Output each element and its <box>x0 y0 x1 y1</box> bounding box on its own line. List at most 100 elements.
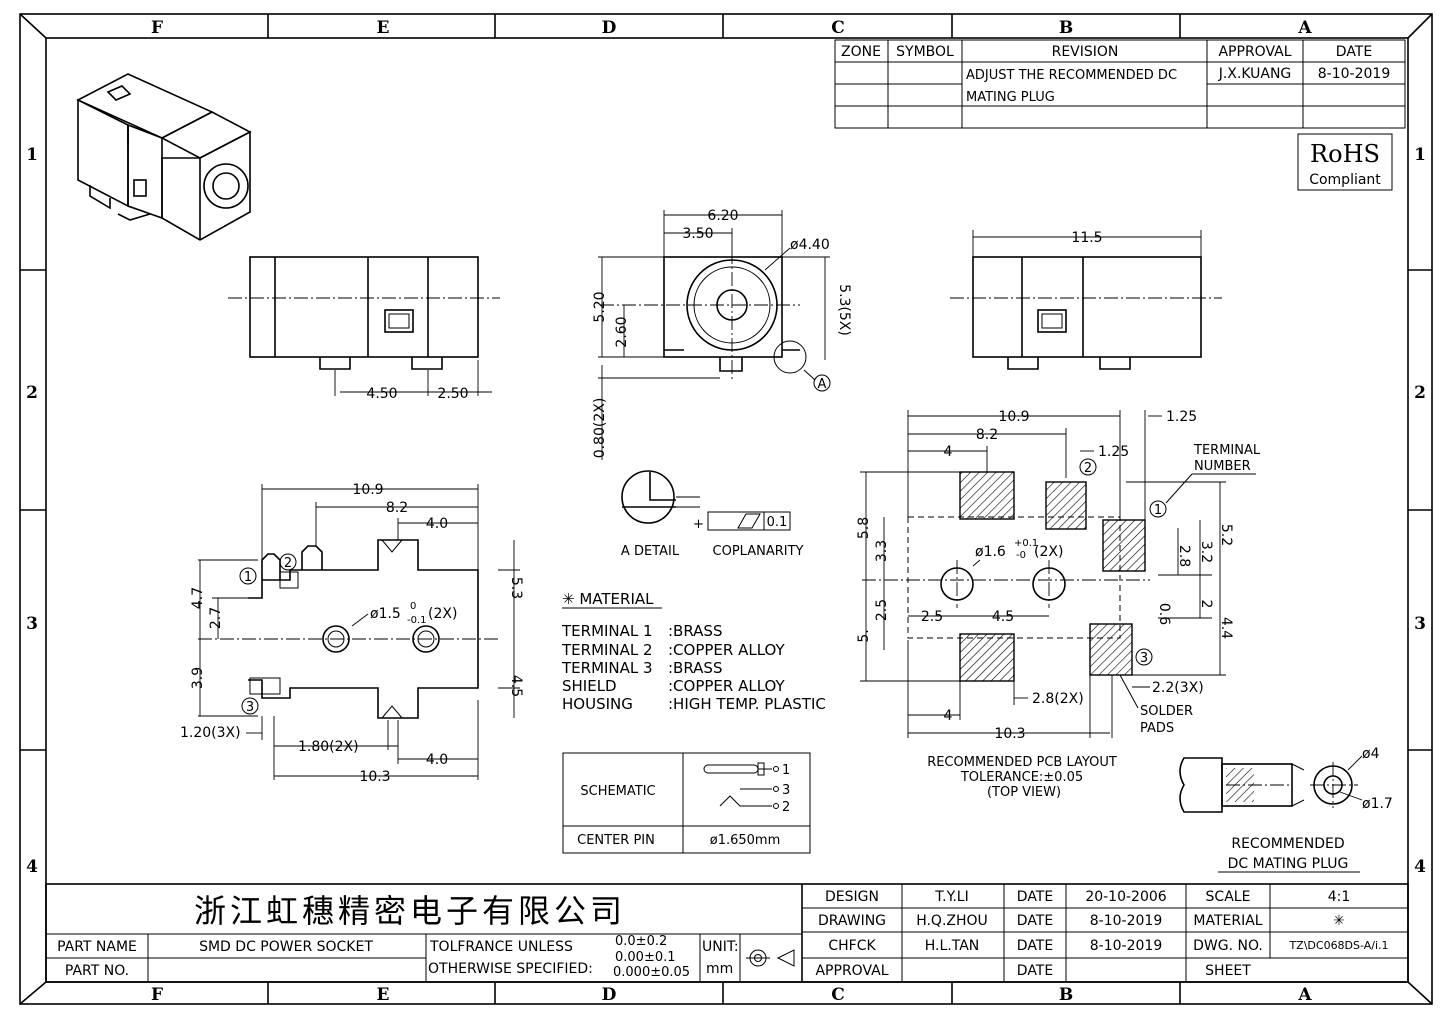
isometric-view <box>76 73 252 241</box>
solder-label-2: PADS <box>1140 721 1174 736</box>
dim-6-20: 6.20 <box>707 208 738 224</box>
detail-plus: + <box>693 517 704 532</box>
pcb-dim-4-bottom: 4 <box>944 708 953 724</box>
pcb-terminal-1: 1 <box>1154 503 1162 518</box>
center-pin-value: ø1.650mm <box>710 833 781 848</box>
pcb-dim-4-5: 4.5 <box>992 609 1014 625</box>
terminal-number-label-1: TERMINAL <box>1193 443 1261 458</box>
title-block: 浙江虹穗精密电子有限公司 PART NAME SMD DC POWER SOCK… <box>45 883 1409 983</box>
zone-letter: D <box>602 18 617 38</box>
bottom-view: 1 2 3 10.9 8.2 4.0 5.3 4.5 4.7 2.7 3.9 ø… <box>180 482 524 785</box>
drawing-label: DRAWING <box>818 913 886 929</box>
dim-3-9: 3.9 <box>190 667 206 689</box>
zone-letter: B <box>1059 985 1073 1005</box>
tol-1: 0.0±0.2 <box>615 934 667 949</box>
detail-a: + 0.1 A DETAIL COPLANARITY <box>621 470 804 559</box>
zone-letter: E <box>377 18 390 38</box>
drawing-name: H.Q.ZHOU <box>916 913 988 929</box>
rev-header-revision: REVISION <box>1052 44 1119 60</box>
projection-symbol <box>746 949 795 967</box>
material-value-4: :COPPER ALLOY <box>668 677 786 695</box>
pcb-dim-2: 2 <box>1198 600 1214 609</box>
dim-hole-phi: ø1.5 <box>370 606 401 622</box>
approval-label: APPROVAL <box>815 963 888 979</box>
plug-dim-phi-1-7: ø1.7 <box>1362 796 1393 812</box>
dim-3-50: 3.50 <box>682 226 713 242</box>
zone-number: 4 <box>26 857 38 877</box>
zone-letter: C <box>831 18 845 38</box>
dim-4-0-top: 4.0 <box>426 516 448 532</box>
material-list: ✳ MATERIAL TERMINAL 1 :BRASS TERMINAL 2 … <box>561 590 826 713</box>
pcb-hole-tol-up: +0.1 <box>1014 538 1038 549</box>
material-value-1: :BRASS <box>668 622 722 640</box>
zone-number: 2 <box>1414 383 1426 403</box>
side-view-left: 4.50 2.50 <box>228 256 500 402</box>
zone-number: 3 <box>26 614 38 634</box>
dim-5-20: 5.20 <box>592 291 608 322</box>
zone-number: 4 <box>1414 857 1426 877</box>
pcb-layout: 2 1 3 TERMINAL NUMBER 10.9 8.2 4 1.25 1.… <box>856 409 1261 800</box>
zone-numbers-left: 1 2 3 4 <box>26 145 38 877</box>
rev-date: 8-10-2019 <box>1318 66 1390 82</box>
dim-8-2: 8.2 <box>386 500 408 516</box>
bottom-terminal-1: 1 <box>244 570 252 585</box>
dim-2-7: 2.7 <box>208 607 224 629</box>
material-value-3: :BRASS <box>668 659 722 677</box>
part-name-label: PART NAME <box>57 939 137 955</box>
zone-letter: D <box>602 985 617 1005</box>
front-view: A 6.20 3.50 ø4.40 5.20 2.60 5.3(5X) 0.80… <box>592 208 852 460</box>
scale-value: 4:1 <box>1328 889 1351 905</box>
side-view-right: 11.5 <box>950 230 1222 370</box>
tolerance-label-1: TOLFRANCE UNLESS <box>429 939 573 955</box>
dim-hole-tol-up: 0 <box>410 601 416 612</box>
center-pin-label: CENTER PIN <box>577 833 655 848</box>
zone-letter: A <box>1297 18 1312 38</box>
zone-letter: F <box>151 985 163 1005</box>
tolerance-label-2: OTHERWISE SPECIFIED: <box>428 961 593 977</box>
pcb-dim-8-2: 8.2 <box>976 427 998 443</box>
schematic-pin-3: 3 <box>782 783 790 798</box>
material-part-2: TERMINAL 2 <box>561 641 653 659</box>
rev-text-line2: MATING PLUG <box>966 90 1055 105</box>
rohs-badge: RoHS Compliant <box>1297 133 1393 191</box>
dwg-label: DWG. NO. <box>1193 938 1263 954</box>
solder-label-1: SOLDER <box>1140 704 1193 719</box>
zone-number: 2 <box>26 383 38 403</box>
check-date: 8-10-2019 <box>1090 938 1162 954</box>
pcb-dim-0-6: 0.6 <box>1156 603 1172 625</box>
pcb-dim-5: 5. <box>856 629 872 642</box>
scale-label: SCALE <box>1206 889 1251 905</box>
pcb-caption-2: TOLERANCE:±0.05 <box>960 770 1083 785</box>
pcb-hole-count: (2X) <box>1034 544 1063 560</box>
schematic-table: SCHEMATIC CENTER PIN ø1.650mm 1 3 2 <box>562 752 811 854</box>
pcb-terminal-2: 2 <box>1084 461 1092 476</box>
pcb-dim-5-2: 5.2 <box>1218 524 1234 546</box>
dim-2-60: 2.60 <box>614 316 630 347</box>
dwg-value: TZ\DC068DS-A/i.1 <box>1288 939 1388 952</box>
mating-plug: ø4 ø1.7 RECOMMENDED DC MATING PLUG <box>1179 746 1393 873</box>
pcb-dim-3-3: 3.3 <box>874 540 890 562</box>
pcb-dim-5-8: 5.8 <box>856 517 872 539</box>
dim-1-20-3x: 1.20(3X) <box>180 725 241 741</box>
coplanarity-label: COPLANARITY <box>713 544 804 559</box>
bottom-terminal-3: 3 <box>246 700 254 715</box>
material-part-5: HOUSING <box>562 695 633 713</box>
zone-number: 3 <box>1414 614 1426 634</box>
zone-letter: F <box>151 18 163 38</box>
pcb-terminal-3: 3 <box>1140 651 1148 666</box>
rev-approval: J.X.KUANG <box>1218 66 1292 82</box>
dim-phi-4-40: ø4.40 <box>790 237 830 253</box>
detail-a-label: A DETAIL <box>621 544 680 559</box>
svg-text:RoHS: RoHS <box>1310 140 1380 168</box>
tol-3: 0.000±0.05 <box>613 965 690 980</box>
zone-numbers-right: 1 2 3 4 <box>1414 145 1426 877</box>
design-date: 20-10-2006 <box>1085 889 1166 905</box>
plug-caption-2: DC MATING PLUG <box>1228 856 1349 872</box>
pcb-dim-2-5-horiz: 2.5 <box>921 609 943 625</box>
plug-caption-1: RECOMMENDED <box>1231 836 1344 852</box>
schematic-pin-2: 2 <box>782 800 790 815</box>
zone-letter: B <box>1059 18 1073 38</box>
pcb-hole-tol-down: -0 <box>1016 550 1026 561</box>
check-label: CHFCK <box>828 938 876 954</box>
